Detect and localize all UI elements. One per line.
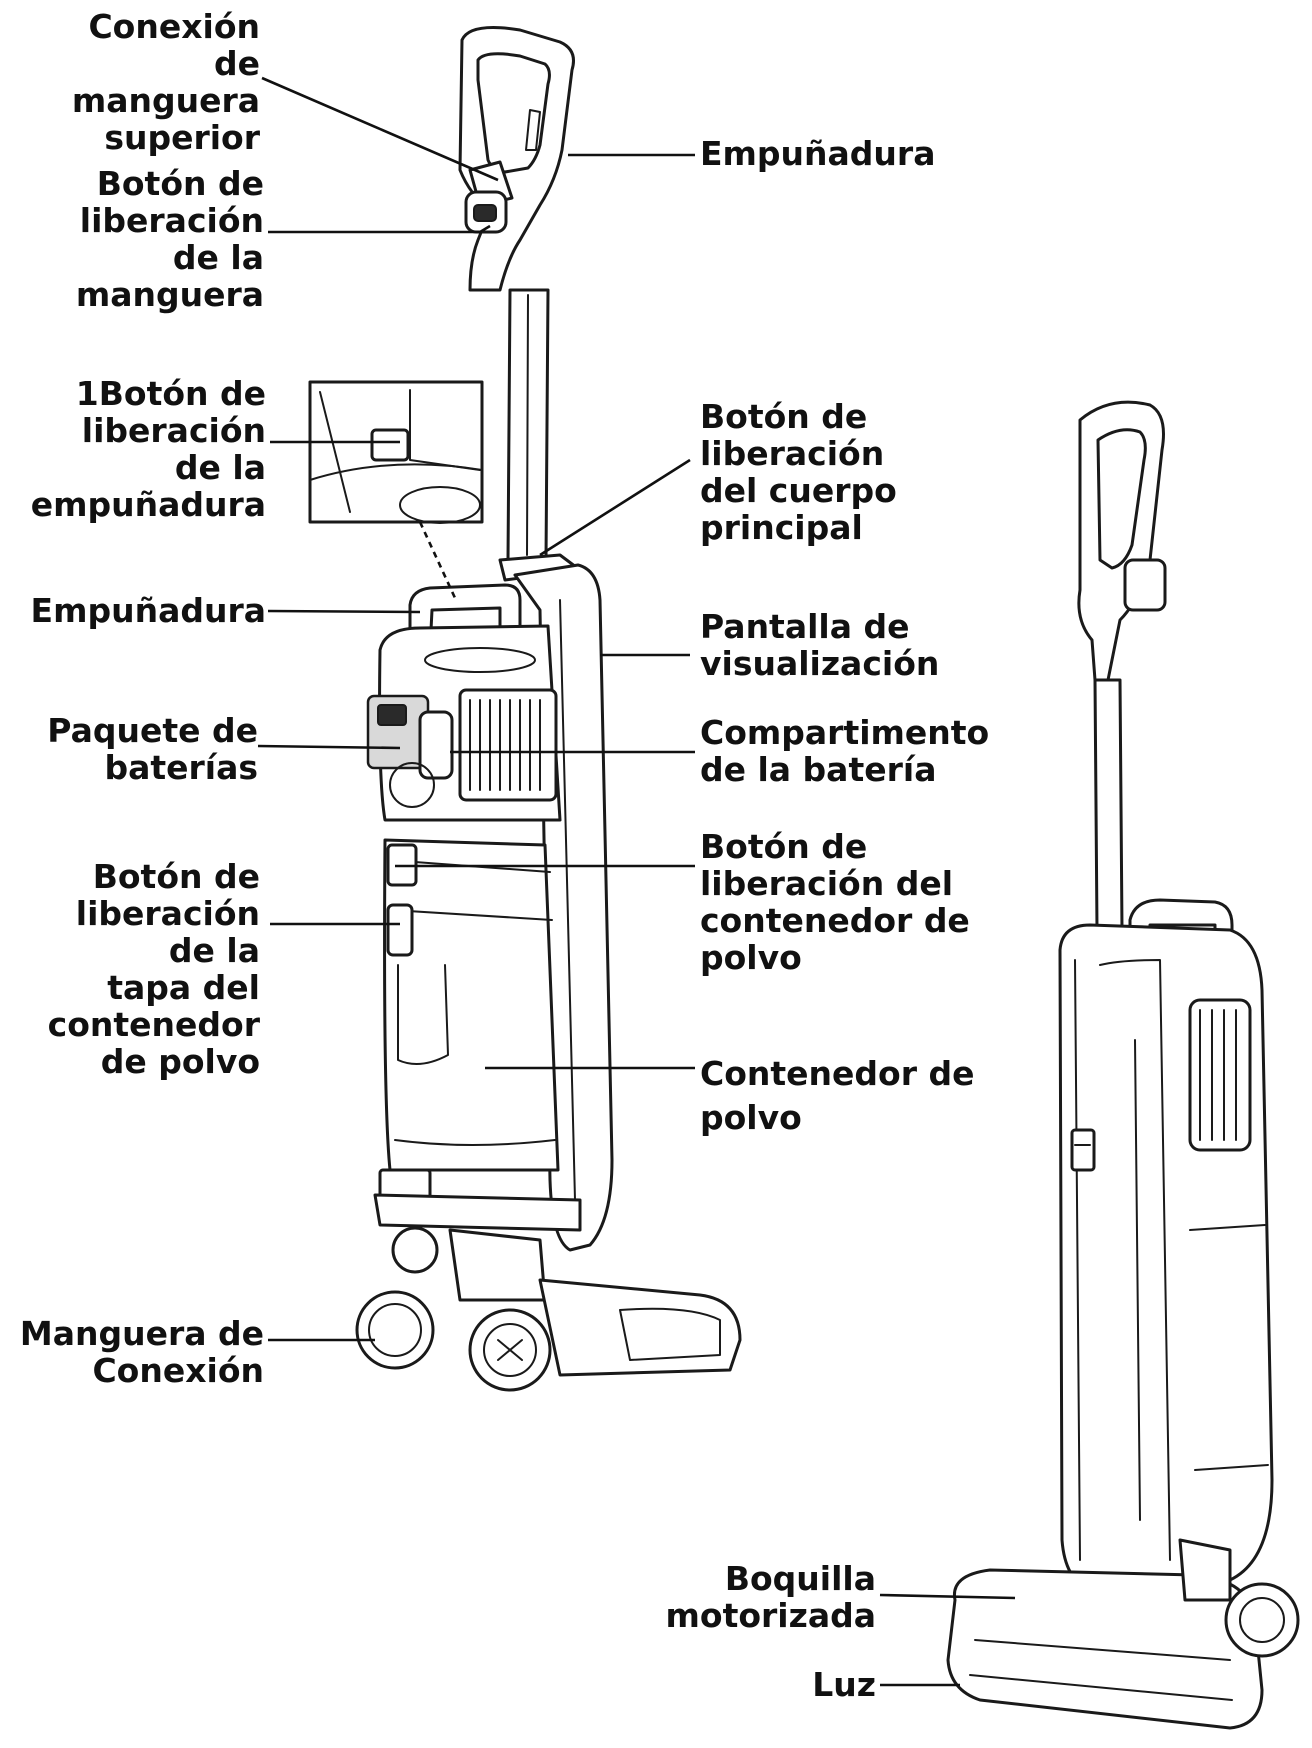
leader-lines: [257, 76, 1016, 1687]
label-handle: Empuñadura: [30, 591, 266, 630]
label-upper-hose-connection: Conexión de manguera superior: [71, 7, 260, 157]
side-vacuum-drawing: [946, 400, 1300, 1730]
label-connection-hose: Manguera de Conexión: [19, 1314, 264, 1390]
label-hose-release-button: Botón de liberación de la manguera: [75, 164, 264, 314]
label-motorized-nozzle: Boquilla motorizada: [665, 1559, 876, 1635]
label-dust-lid-release: Botón de liberación de la tapa del conte…: [47, 857, 260, 1081]
detail-inset: [308, 380, 484, 599]
label-battery-pack: Paquete de baterías: [47, 711, 258, 787]
vent-slots: [458, 688, 558, 802]
label-dust-container-release: Botón de liberación del contenedor de po…: [700, 827, 970, 977]
label-battery-compartment: Compartimento de la batería: [700, 713, 990, 789]
front-vacuum-drawing: [308, 26, 742, 1392]
label-display-screen: Pantalla de visualización: [700, 607, 940, 683]
label-main-body-release: Botón de liberación del cuerpo principal: [700, 397, 897, 547]
label-dust-container: Contenedor de polvo: [700, 1054, 975, 1137]
label-light: Luz: [812, 1665, 876, 1704]
label-handle-release-button: 1Botón de liberación de la empuñadura: [30, 374, 266, 524]
label-grip: Empuñadura: [700, 134, 936, 173]
